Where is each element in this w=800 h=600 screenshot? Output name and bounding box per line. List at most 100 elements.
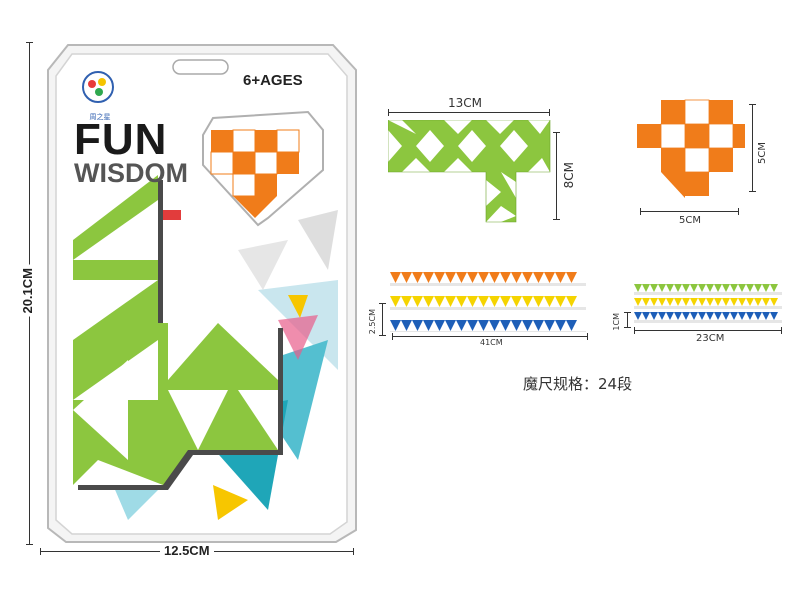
strip-short-length-tick-right (781, 327, 782, 334)
strip-triangle (666, 298, 674, 306)
strip-triangle (500, 296, 511, 307)
strip-triangle (478, 296, 489, 307)
strip-triangle (445, 272, 456, 283)
strip-triangle (445, 296, 456, 307)
strip-triangle (511, 272, 522, 283)
strip-triangle (423, 272, 434, 283)
strip-triangle (722, 298, 730, 306)
strip-triangle (722, 284, 730, 292)
strip-triangle (754, 298, 762, 306)
package-height-tick-top (26, 42, 33, 43)
strip-triangle (650, 284, 658, 292)
shape-heart-height-tick-top (749, 104, 756, 105)
title-wisdom: WISDOM (74, 158, 188, 188)
strip-triangle (674, 284, 682, 292)
strip-triangle (722, 312, 730, 320)
strip-long-length-label: 41CM (480, 338, 503, 347)
strip-triangle (634, 284, 642, 292)
package-product: 周之星 6+AGES FUN WISDOM (38, 40, 363, 545)
shape-t-height-tick-bottom (553, 219, 560, 220)
strip-triangle (401, 296, 412, 307)
strip-triangle (706, 284, 714, 292)
strip-long-height-tick-top (379, 303, 386, 304)
strip-triangle (500, 272, 511, 283)
strip-triangle (738, 312, 746, 320)
strip-triangle (412, 296, 423, 307)
strip-long-length-line (392, 336, 588, 337)
strip-triangle (511, 320, 522, 331)
strip-triangle (730, 284, 738, 292)
strip-long-height-tick-bottom (379, 335, 386, 336)
strip-short-illustration (634, 280, 784, 335)
strip-triangle (714, 284, 722, 292)
shape-heart-width-tick-right (738, 208, 739, 215)
strip-triangle (544, 272, 555, 283)
strip-base (390, 331, 586, 334)
strip-triangle (478, 272, 489, 283)
strip-triangle (522, 272, 533, 283)
strip-triangle (555, 296, 566, 307)
strip-triangle (489, 320, 500, 331)
strip-long-illustration (390, 268, 590, 337)
strip-triangle (746, 312, 754, 320)
strip-base (634, 292, 782, 295)
strip-base (390, 307, 586, 310)
strip-triangle (730, 298, 738, 306)
strip-short-length-line (634, 330, 782, 331)
strip-short-height-label: 1CM (612, 313, 621, 331)
strip-triangle (467, 272, 478, 283)
shape-heart-illustration (633, 98, 748, 208)
strip-triangle (730, 312, 738, 320)
strip-triangle (434, 272, 445, 283)
strip-triangle (714, 298, 722, 306)
strip-triangle (754, 284, 762, 292)
strip-triangle (533, 320, 544, 331)
strip-triangle (642, 298, 650, 306)
strip-triangle (566, 320, 577, 331)
strip-base (634, 320, 782, 323)
strip-triangle (690, 312, 698, 320)
strip-triangle (706, 312, 714, 320)
shape-t-width-line (388, 112, 550, 113)
strip-triangle (650, 298, 658, 306)
strip-long-length-tick-right (587, 333, 588, 340)
strip-triangle (650, 312, 658, 320)
strip-triangle (658, 312, 666, 320)
strip-long-length-tick-left (392, 333, 393, 340)
strip-triangle (754, 312, 762, 320)
strip-base (390, 283, 586, 286)
spec-text: 魔尺规格：24段 (523, 375, 633, 393)
strip-triangle (467, 320, 478, 331)
strip-triangle (423, 296, 434, 307)
strip-triangle (555, 320, 566, 331)
strip-triangle (746, 284, 754, 292)
strip-triangle (544, 296, 555, 307)
strip-triangle (522, 296, 533, 307)
package-width-tick-left (40, 548, 41, 555)
strip-triangle (658, 284, 666, 292)
strip-triangle (714, 312, 722, 320)
strip-triangle (762, 284, 770, 292)
strip-triangle (746, 298, 754, 306)
strip-triangle (533, 272, 544, 283)
brand-text: 周之星 (89, 114, 111, 121)
strip-triangle (706, 298, 714, 306)
strip-triangle (401, 320, 412, 331)
shape-heart-width-tick-left (640, 208, 641, 215)
strip-short-height-tick-top (624, 312, 631, 313)
strip-triangle (770, 284, 778, 292)
strip-triangle (698, 312, 706, 320)
strip-triangle (566, 296, 577, 307)
strip-triangle (412, 272, 423, 283)
strip-short-height-line (627, 312, 628, 328)
age-label: 6+AGES (243, 72, 303, 89)
strip-triangle (658, 298, 666, 306)
strip-triangle (666, 284, 674, 292)
strip-triangle (544, 320, 555, 331)
strip-triangle (674, 312, 682, 320)
strip-triangle (738, 284, 746, 292)
strip-triangle (500, 320, 511, 331)
strip-triangle (511, 296, 522, 307)
strip-triangle (770, 312, 778, 320)
package-width-label: 12.5CM (160, 543, 214, 558)
